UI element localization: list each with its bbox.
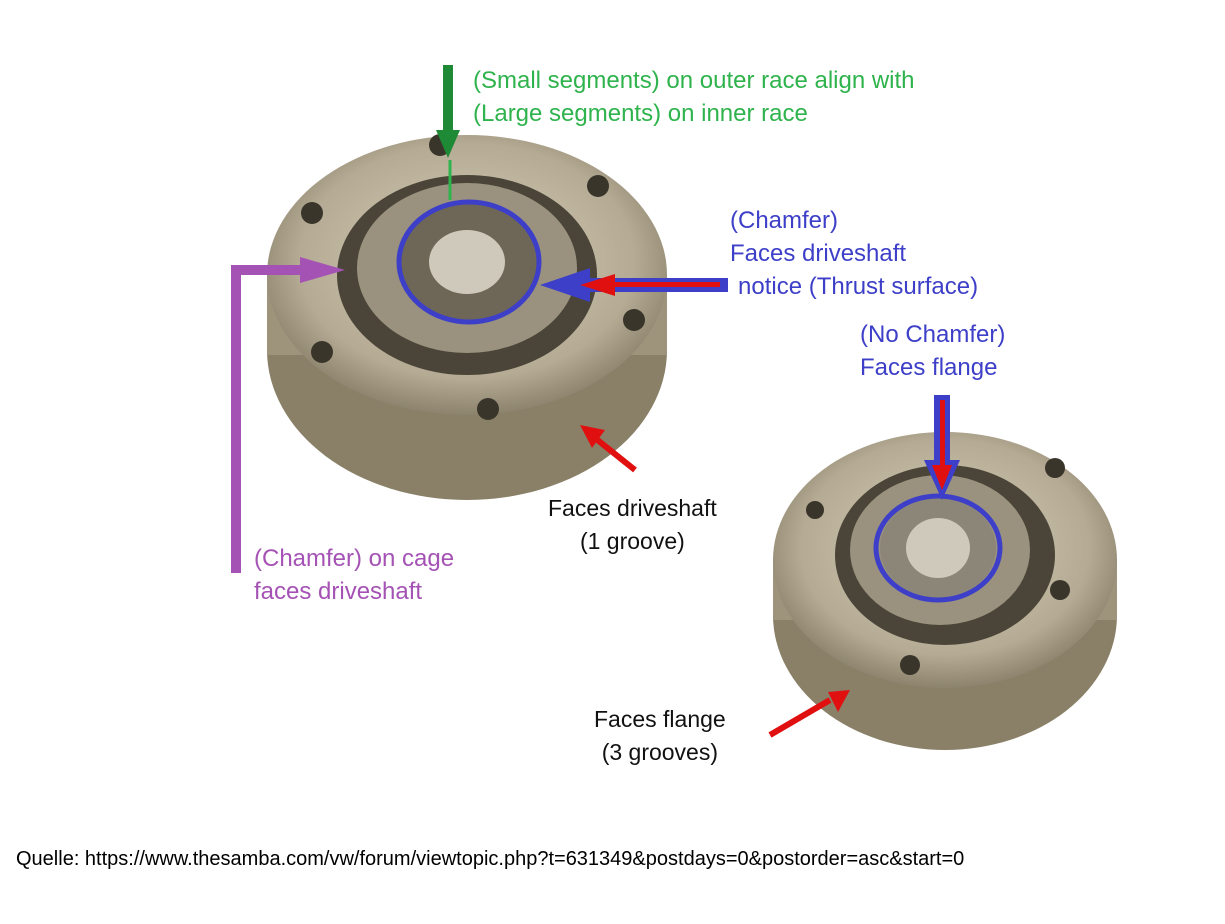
annotation-line: Faces flange	[860, 354, 998, 381]
large-cv-joint	[267, 134, 667, 500]
annotation-line: Faces flange	[594, 706, 726, 732]
annotation-line: (Large segments) on inner race	[473, 100, 808, 127]
annotation-line: (1 groove)	[579, 528, 685, 554]
inner-race-circle	[873, 493, 1003, 603]
red-arrow-three-grooves	[768, 690, 850, 738]
annotation-line: (Small segments) on outer race align wit…	[473, 67, 915, 94]
annotation-line: (No Chamfer)	[860, 321, 1006, 348]
annotation-line: Faces driveshaft	[548, 495, 717, 521]
annotation-line: notice (Thrust surface)	[738, 273, 979, 300]
small-cv-joint	[773, 432, 1117, 750]
three-grooves-annotation: Faces flange (3 grooves)	[594, 703, 726, 769]
green-arrow	[436, 65, 460, 200]
annotation-line: (Chamfer)	[730, 207, 839, 234]
no-chamfer-annotation: (No Chamfer) Faces flange	[860, 318, 1005, 384]
purple-arrow	[231, 257, 345, 573]
inner-race-circle	[396, 199, 542, 325]
red-arrow-one-groove	[580, 425, 637, 473]
segments-annotation: (Small segments) on outer race align wit…	[473, 64, 915, 130]
annotation-line: Faces driveshaft	[730, 240, 907, 267]
cage-chamfer-annotation: (Chamfer) on cage faces driveshaft	[254, 542, 454, 608]
source-caption: Quelle: https://www.thesamba.com/vw/foru…	[16, 848, 965, 870]
blue-red-arrow-no-chamfer	[924, 395, 960, 500]
one-groove-annotation: Faces driveshaft (1 groove)	[548, 492, 717, 558]
annotation-line: faces driveshaft	[254, 578, 423, 605]
annotation-line: (Chamfer) on cage	[254, 545, 455, 572]
chamfer-driveshaft-annotation: (Chamfer) Faces driveshaft notice (Thrus…	[730, 204, 978, 303]
blue-red-arrow-chamfer	[540, 268, 728, 302]
annotation-line: (3 grooves)	[601, 739, 719, 765]
